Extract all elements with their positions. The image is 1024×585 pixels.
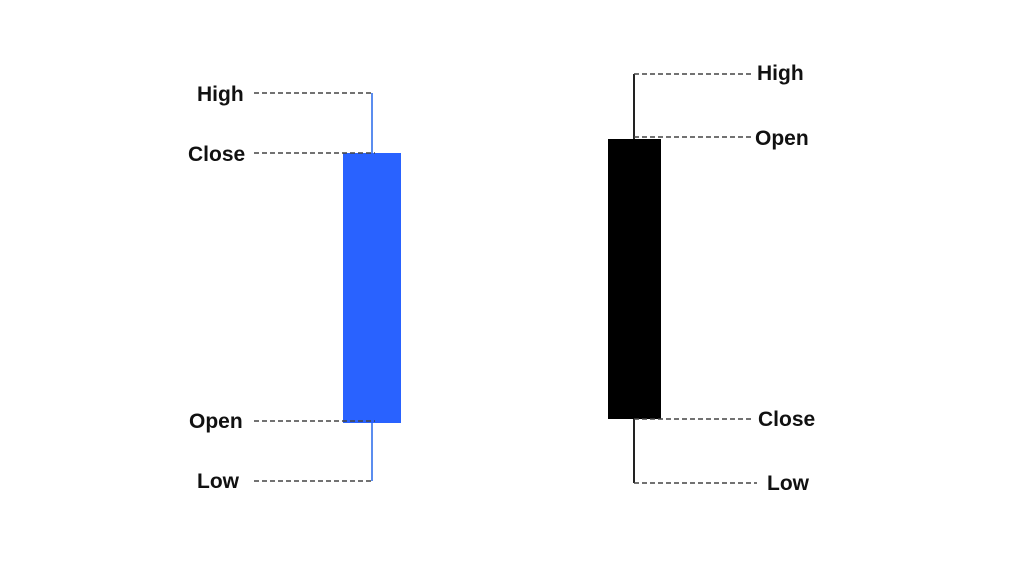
bearish-body bbox=[608, 139, 661, 419]
bearish-candle bbox=[608, 73, 757, 484]
bullish-low-label: Low bbox=[197, 470, 239, 493]
bearish-open-label: Open bbox=[755, 127, 809, 150]
bullish-close-label: Close bbox=[188, 143, 246, 166]
bullish-open-label: Open bbox=[189, 410, 243, 433]
bearish-high-label: High bbox=[757, 62, 804, 85]
bullish-body bbox=[343, 153, 401, 423]
bullish-candle bbox=[254, 92, 401, 482]
bearish-close-label: Close bbox=[758, 408, 816, 431]
bullish-high-label: High bbox=[197, 83, 244, 106]
bearish-low-label: Low bbox=[767, 472, 809, 495]
